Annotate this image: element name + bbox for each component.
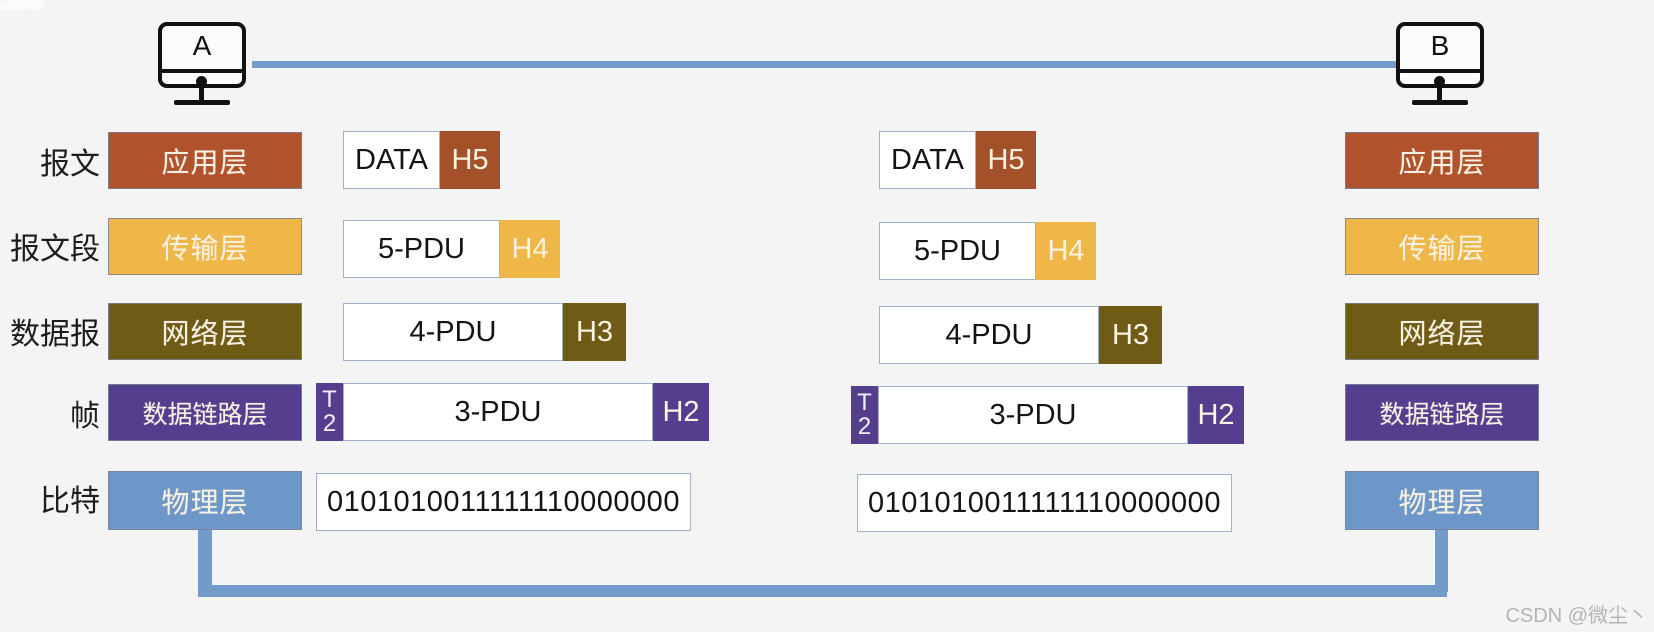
monitor-divider [160,69,244,73]
layer-name-label: 应用层 [161,145,249,179]
pdu-body: 3-PDU [878,386,1188,444]
right-layer-network: 网络层 [1345,303,1539,360]
layer-name-label: 数据链路层 [1379,399,1505,429]
layer-name-label: 网络层 [161,316,249,350]
monitor-power-dot [1434,76,1445,87]
pdu-left-transport: 5-PDU H4 [343,220,560,278]
host-a-label: A [192,30,212,61]
pdu-header: H2 [653,383,709,441]
right-layer-physical: 物理层 [1345,471,1539,530]
pdu-body: 4-PDU [343,303,563,361]
layer-name-label: 传输层 [1398,231,1486,265]
watermark-text: CSDN @微尘丶 [1505,605,1648,627]
pdu-body: 5-PDU [879,222,1036,280]
pdu-body: 3-PDU [343,383,653,441]
row-label-message: 报文 [40,147,100,182]
layer-name-label: 网络层 [1398,316,1486,350]
row-label-frame: 帧 [70,399,100,434]
pdu-body: 5-PDU [343,220,500,278]
left-layer-physical: 物理层 [108,471,302,530]
bitstream-right: 0101010011111110000000 [857,474,1232,532]
pdu-header: H2 [1188,386,1244,444]
monitor-divider [1398,69,1482,73]
pdu-body: DATA [879,131,976,189]
pdu-body: DATA [343,131,440,189]
right-layer-datalink: 数据链路层 [1345,384,1539,441]
host-b-monitor-icon: B [1396,22,1484,108]
right-layer-transport: 传输层 [1345,218,1539,275]
row-label-segment: 报文段 [10,232,100,267]
left-layer-datalink: 数据链路层 [108,384,302,441]
pdu-left-application: DATA H5 [343,131,500,189]
pdu-trailer: T 2 [316,383,343,441]
bottom-link-wire [198,585,1447,597]
pdu-right-datalink: T 2 3-PDU H2 [851,386,1244,444]
pdu-trailer-bottom: 2 [322,410,337,437]
bitstream-left: 0101010011111110000000 [316,473,691,531]
right-layer-application: 应用层 [1345,132,1539,189]
pdu-body: 4-PDU [879,306,1099,364]
layer-name-label: 物理层 [1398,485,1486,519]
monitor-stand-base [174,100,230,105]
monitor-stand-neck [1437,88,1442,101]
monitor-stand-base [1412,100,1468,105]
pdu-right-application: DATA H5 [879,131,1036,189]
pdu-trailer: T 2 [851,386,878,444]
monitor-power-dot [196,76,207,87]
row-label-bit: 比特 [40,484,100,519]
row-label-datagram: 数据报 [10,317,100,352]
pdu-trailer-bottom: 2 [857,413,872,440]
layer-name-label: 物理层 [161,485,249,519]
pdu-header: H3 [563,303,626,361]
wire-highlight [0,0,45,12]
pdu-header: H5 [976,131,1036,189]
pdu-header: H5 [440,131,500,189]
host-a-monitor-icon: A [158,22,246,108]
pdu-header: H3 [1099,306,1162,364]
left-layer-transport: 传输层 [108,218,302,275]
bottom-left-wire-segment [198,530,212,592]
layer-name-label: 应用层 [1398,145,1486,179]
left-layer-network: 网络层 [108,303,302,360]
pdu-left-datalink: T 2 3-PDU H2 [316,383,709,441]
pdu-header: H4 [500,220,560,278]
pdu-header: H4 [1036,222,1096,280]
host-b-label: B [1430,30,1450,61]
left-layer-application: 应用层 [108,132,302,189]
pdu-trailer-top: T [857,389,872,416]
top-link-wire [252,61,1398,68]
pdu-right-transport: 5-PDU H4 [879,222,1096,280]
pdu-right-network: 4-PDU H3 [879,306,1162,364]
monitor-stand-neck [199,88,204,101]
layer-name-label: 传输层 [161,231,249,265]
pdu-left-network: 4-PDU H3 [343,303,626,361]
bottom-right-wire-segment [1435,530,1448,592]
layer-name-label: 数据链路层 [142,399,268,429]
pdu-trailer-top: T [322,386,337,413]
